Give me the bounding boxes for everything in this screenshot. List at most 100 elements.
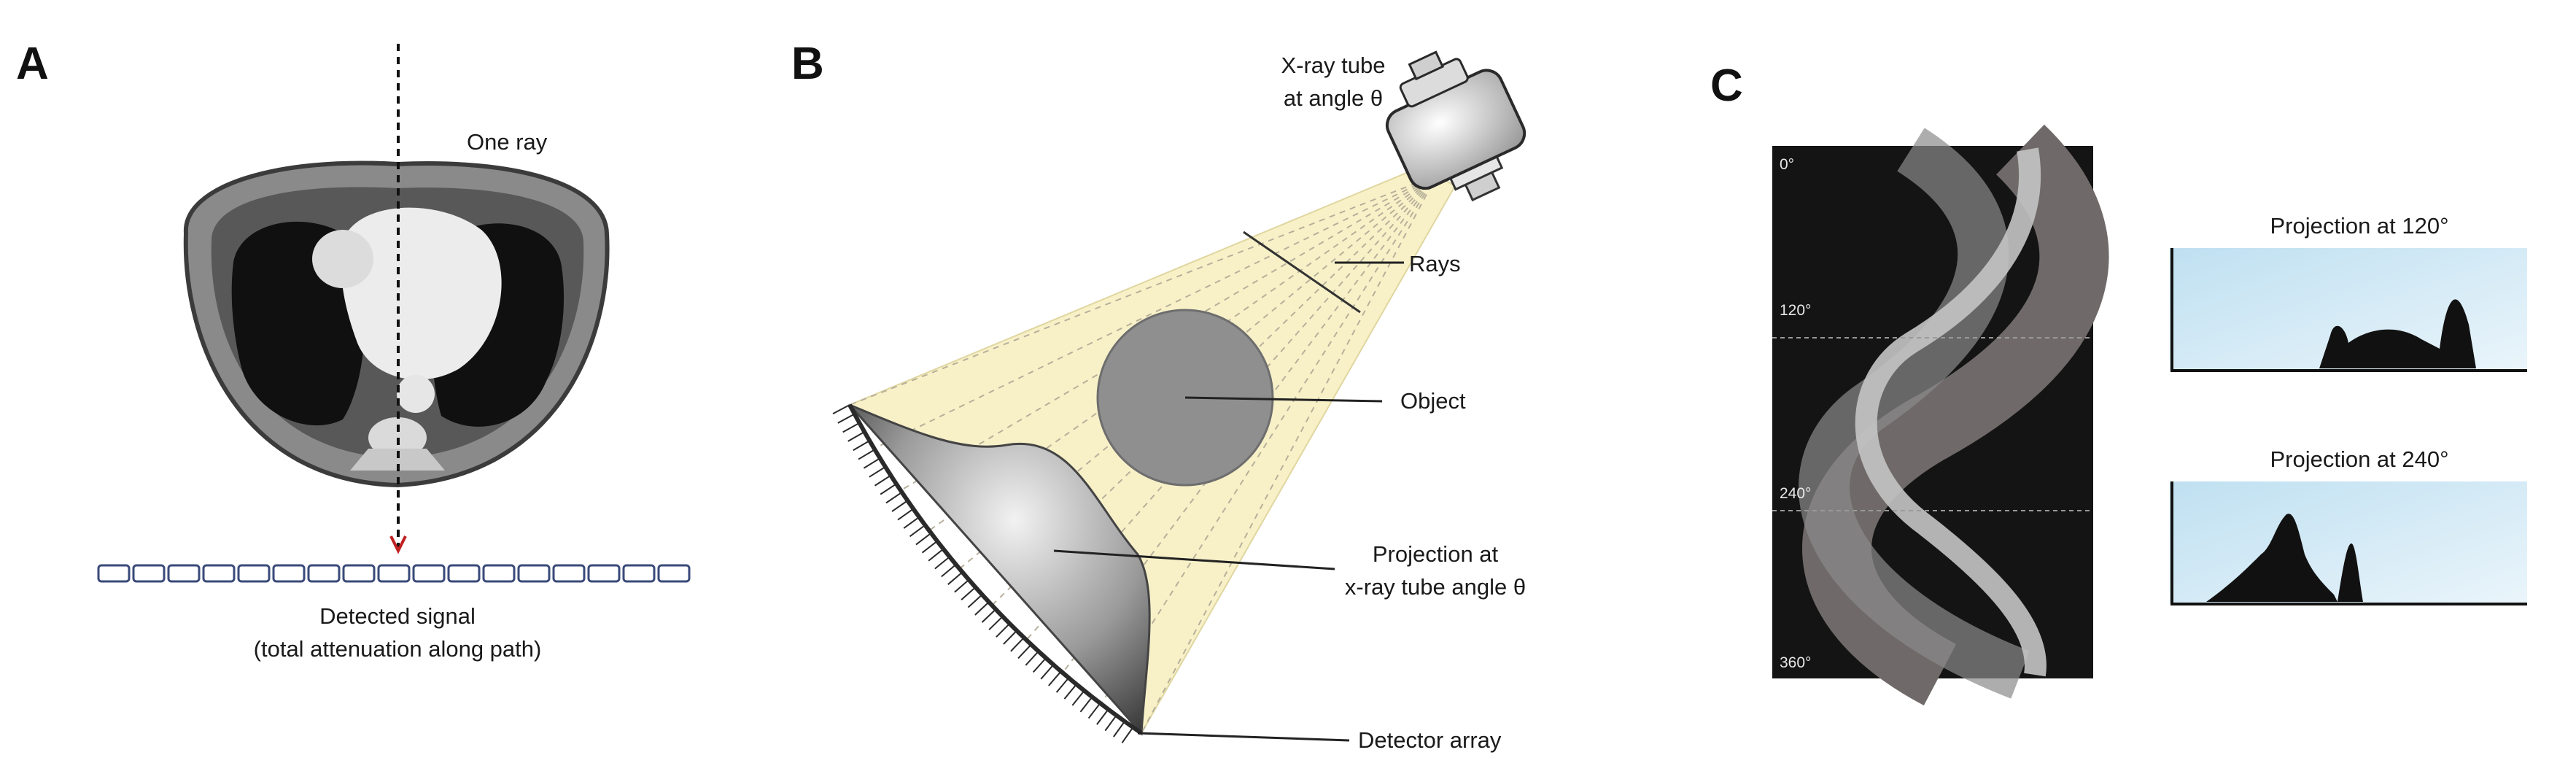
projection-leader (1053, 549, 1335, 570)
sinogram-tick-240: 240° (1780, 485, 1811, 502)
projection-240-title: Projection at 240° (2270, 446, 2448, 472)
detector-tick (863, 457, 881, 469)
detector-tick (880, 483, 897, 495)
detector-tick (842, 422, 860, 433)
detector-tick (1087, 703, 1101, 719)
detector-tick (1104, 715, 1117, 732)
object-label: Object (1400, 388, 1466, 414)
detector-array-ticks (832, 404, 1134, 743)
xray-tube-label: X-ray tube (1281, 53, 1385, 78)
sinogram-tick-120: 120° (1780, 302, 1811, 319)
detector-cell (307, 564, 341, 583)
projection-angle-label: x-ray tube angle θ (1345, 574, 1526, 600)
detector-array-arc (847, 403, 1143, 735)
detector-tick (874, 474, 891, 487)
detector-tick (869, 466, 886, 478)
detector-tick (915, 533, 932, 546)
detector-tick (967, 594, 983, 608)
detector-cell (272, 564, 306, 583)
panel-b: B X-ray tube at angle θ Rays Object P (791, 39, 1526, 753)
sinogram (1772, 124, 2109, 705)
detector-tick (961, 587, 977, 601)
one-ray-label: One ray (467, 129, 548, 155)
detector-tick (832, 404, 850, 415)
detector-tick (981, 608, 996, 623)
detector-tick (885, 492, 903, 504)
projection-label: Projection at (1373, 541, 1499, 567)
detector-cell (517, 564, 551, 583)
detector-cell (412, 564, 446, 583)
detector-tick (891, 500, 908, 512)
detector-tick (837, 413, 856, 424)
detector-tick (1121, 727, 1134, 743)
detector-tick (909, 525, 926, 538)
detector-cell (97, 564, 131, 583)
projection-profile (848, 403, 1151, 736)
detector-tick (1113, 721, 1125, 738)
tube-angle-label: at angle θ (1284, 85, 1383, 111)
detector-tick (934, 556, 950, 570)
sinogram-tick-360: 360° (1780, 654, 1811, 671)
detector-tick (858, 449, 875, 460)
detector-tick (903, 516, 920, 529)
rays-label: Rays (1409, 251, 1461, 276)
detector-tick (921, 540, 938, 554)
detector-tick (996, 623, 1011, 638)
detector-tick (853, 440, 870, 452)
xray-tube-icon (1385, 50, 1526, 202)
sinogram-tick-0: 0° (1780, 156, 1794, 173)
detector-cell (447, 564, 481, 583)
detector-tick (947, 571, 963, 585)
ray-line (1141, 174, 1438, 734)
detector-cell (237, 564, 271, 583)
panel-letter-a: A (16, 39, 49, 89)
detector-cell (657, 564, 691, 583)
ray-arrowhead (389, 535, 407, 554)
detector-tick (1017, 643, 1032, 659)
detected-signal-label: Detected signal (319, 603, 476, 629)
detector-tick (954, 578, 970, 593)
detector-cell (342, 564, 376, 583)
detector-cell (482, 564, 516, 583)
detector-cell (132, 564, 166, 583)
projection-120-title: Projection at 120° (2270, 213, 2448, 239)
detector-tick (1010, 637, 1025, 652)
projection-120-plot (2170, 248, 2527, 372)
panel-c: C 0° 120° 240° 360° Projection at 120° P… (1710, 61, 2527, 705)
rays-bracket (1243, 231, 1361, 314)
detector-cell (202, 564, 236, 583)
detector-tick (1025, 651, 1039, 666)
detector-leader (1137, 732, 1350, 742)
panel-a: A One ray Detected signal (total attenua… (16, 39, 691, 662)
detector-tick (1079, 696, 1093, 713)
panel-letter-b: B (791, 39, 824, 89)
ray-line (874, 174, 1438, 449)
panel-letter-c: C (1710, 61, 1743, 111)
projection-240-plot (2170, 481, 2527, 605)
detector-tick (988, 616, 1004, 630)
detector-row (97, 564, 691, 583)
detector-tick (1071, 690, 1085, 706)
detector-tick (897, 508, 914, 521)
detector-tick (1096, 708, 1109, 725)
detector-cell (167, 564, 201, 583)
attenuation-label: (total attenuation along path) (254, 636, 542, 662)
detector-tick (1032, 657, 1047, 673)
detector-tick (1055, 677, 1070, 693)
detector-tick (941, 564, 957, 578)
detector-cell (377, 564, 411, 583)
detector-tick (974, 601, 990, 616)
detector-tick (1003, 630, 1017, 645)
detector-cell (622, 564, 656, 583)
detector-tick (847, 431, 865, 442)
detector-array-label: Detector array (1358, 727, 1502, 753)
detector-tick (1063, 684, 1077, 700)
detector-tick (928, 548, 944, 562)
detector-cell (587, 564, 621, 583)
detector-tick (1048, 670, 1062, 686)
object-leader (1184, 396, 1383, 403)
detector-tick (1040, 664, 1055, 680)
ct-slice-image (183, 160, 610, 488)
ray-line (849, 174, 1438, 406)
